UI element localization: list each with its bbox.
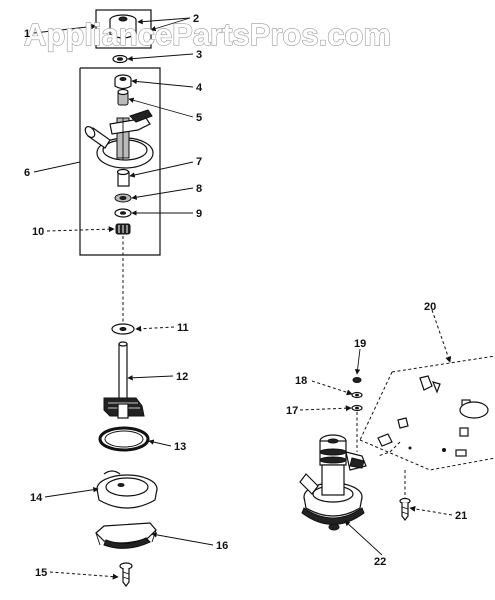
part-14-housing — [96, 470, 158, 509]
callout-18: 18 — [295, 375, 307, 387]
callout-4: 4 — [196, 82, 203, 94]
callout-20: 20 — [424, 301, 436, 313]
callout-11: 11 — [177, 322, 189, 334]
callout-10: 10 — [32, 226, 44, 238]
callout-2: 2 — [193, 13, 199, 25]
part-11-washer — [111, 323, 135, 335]
part-7-spacer — [116, 168, 130, 187]
part-17-washer — [351, 404, 363, 412]
callout-3: 3 — [196, 49, 202, 61]
callout-6: 6 — [24, 167, 30, 179]
callout-17: 17 — [286, 405, 298, 417]
callout-labels: 1 2 3 4 5 6 7 8 9 10 11 12 13 14 15 16 1… — [24, 13, 467, 579]
callout-5: 5 — [196, 112, 202, 124]
callout-14: 14 — [30, 492, 43, 504]
leader-lines — [33, 17, 453, 580]
callout-13: 13 — [174, 441, 186, 453]
part-16-clip — [95, 522, 157, 549]
part-1-cap — [95, 9, 152, 49]
part-13-ring — [98, 426, 150, 452]
part-10-bearing — [115, 223, 131, 235]
part-6-cam-body — [84, 109, 154, 169]
part-3-washer — [112, 54, 128, 64]
callout-12: 12 — [176, 371, 188, 383]
watermark: AppliancePartsPros.com — [24, 17, 391, 52]
part-20-plate — [359, 355, 495, 471]
part-21-screw — [399, 470, 411, 521]
part-6-assembly-box — [79, 67, 161, 256]
callout-21: 21 — [455, 510, 467, 522]
part-5-sleeve — [117, 88, 129, 106]
part-9-washer — [114, 208, 132, 218]
part-18-washer — [351, 391, 363, 399]
part-4-bushing — [114, 74, 132, 90]
part-8-nut — [114, 193, 132, 203]
part-19-nut — [352, 377, 362, 383]
part-22-assembly — [299, 434, 367, 531]
callout-19: 19 — [354, 338, 366, 350]
part-12-shaft — [103, 341, 145, 419]
callout-16: 16 — [216, 540, 228, 552]
callout-7: 7 — [196, 156, 202, 168]
callout-22: 22 — [374, 556, 386, 568]
callout-1: 1 — [24, 28, 30, 40]
callout-8: 8 — [196, 183, 202, 195]
callout-9: 9 — [196, 208, 202, 220]
part-15-screw — [119, 562, 133, 587]
callout-15: 15 — [35, 567, 47, 579]
